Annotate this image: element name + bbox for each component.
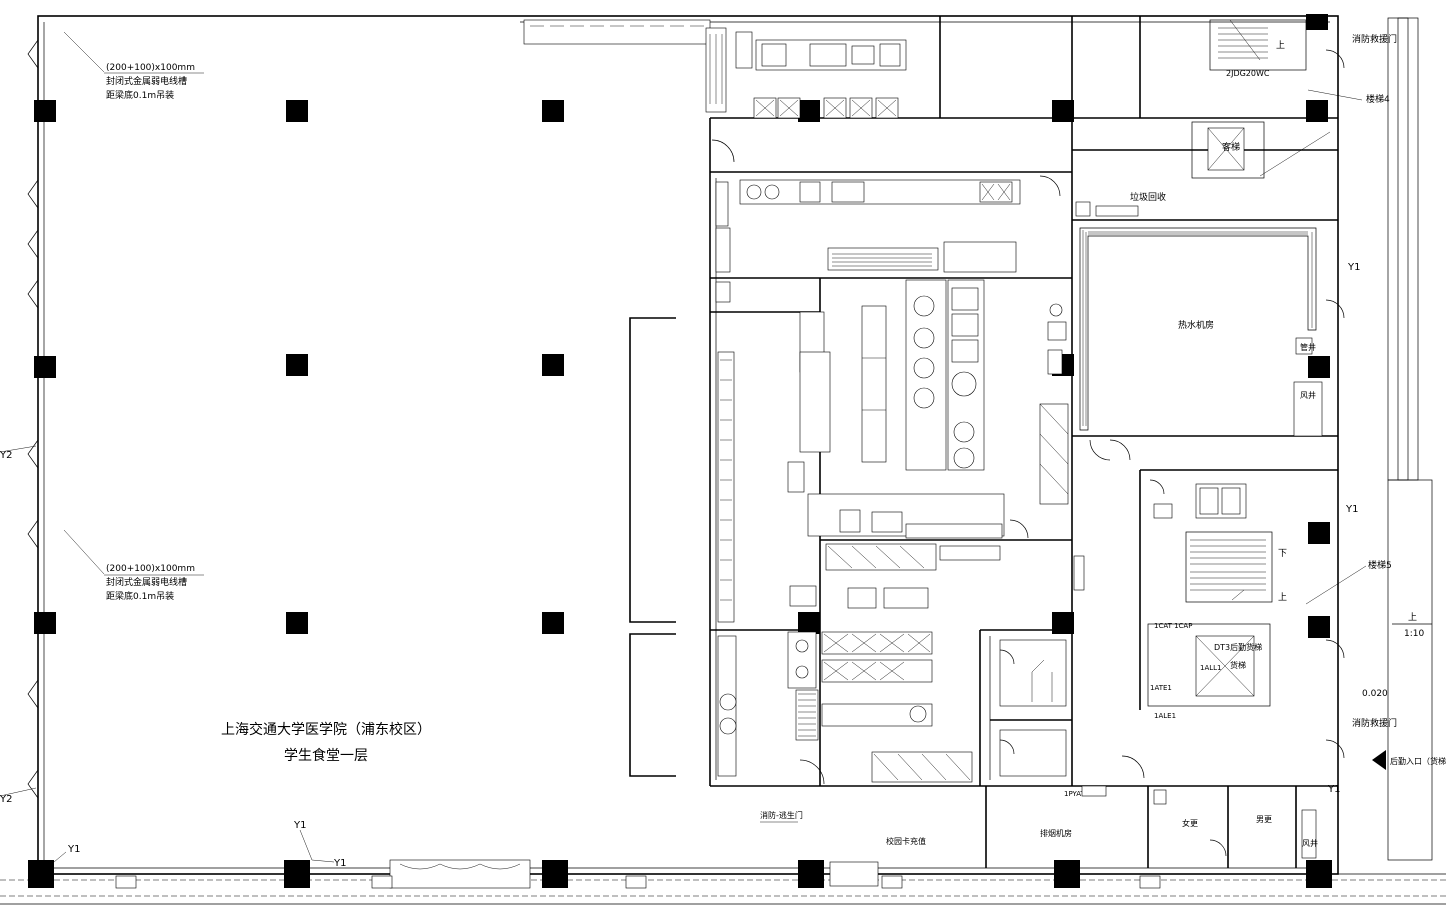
air-shaft-label: 风井	[1300, 390, 1316, 400]
ale-panel-label: 1ALE1	[1154, 712, 1176, 720]
campus-card-label: 校园卡充值	[886, 836, 926, 846]
note-dimension: (200+100)x100mm	[106, 63, 195, 73]
rear-entrance: 上 1:10 0.020 消防救援门 后勤入口（货梯）	[1352, 612, 1446, 770]
elevator-label: 客梯	[1222, 141, 1240, 153]
freight-elevator: DT3后勤货梯 货梯 1CAT 1CAP 1ATE1 1ALE1 1ALL1	[1147, 622, 1271, 720]
air-shaft-label: 风井	[1302, 838, 1318, 848]
ramp-up-label: 上	[1408, 612, 1417, 623]
y1-label: Y1	[293, 820, 306, 831]
level-label: 0.020	[1362, 689, 1388, 699]
stair-5: 下 上 楼梯5	[1153, 483, 1392, 605]
waste-collection-label: 垃圾回收	[1130, 191, 1166, 203]
fire-exit-label: 消防-逃生门	[760, 810, 803, 820]
kitchen-equipment	[715, 179, 1069, 783]
stair-up-label: 上	[1278, 592, 1287, 603]
y1-label: Y1	[1347, 262, 1360, 273]
stair-4-label: 楼梯4	[1366, 93, 1390, 105]
bottom-rooms: 消防-逃生门 校园卡充值 排烟机房 1PYAT1 女更 男更 风井	[115, 785, 1318, 889]
fire-rescue-door-label: 消防救援门	[1352, 33, 1397, 45]
ate-panel-label: 1ATE1	[1150, 684, 1172, 692]
rear-entrance-label: 后勤入口（货梯）	[1390, 756, 1446, 766]
kitchen-walls	[709, 16, 1338, 868]
axis-markers: Y2 Y2 Y1 Y1 Y1 Y1 Y1 Y1	[0, 262, 1360, 869]
male-changing-label: 男更	[1256, 815, 1272, 824]
facade-bays	[27, 39, 39, 799]
stair-code: 2JDG20WC	[1226, 69, 1270, 78]
y1-label: Y1	[67, 844, 80, 855]
y2-label: Y2	[0, 794, 12, 805]
plan-subtitle: 学生食堂一层	[284, 747, 368, 764]
pipe-shaft-label: 管井	[1300, 342, 1316, 352]
serving-counter-brackets	[629, 317, 676, 777]
hot-water-room-label: 热水机房	[1178, 319, 1214, 331]
cable-tray-note-bottom: (200+100)x100mm 封闭式金属弱电线槽 距梁底0.1m吊装	[63, 529, 204, 602]
y2-label: Y2	[0, 450, 12, 461]
outer-walls	[0, 15, 1446, 905]
y1-label: Y1	[1345, 504, 1358, 515]
note-line2: 距梁底0.1m吊装	[106, 89, 174, 101]
note-line2: 距梁底0.1m吊装	[106, 590, 174, 602]
plan-title: 上海交通大学医学院（浦东校区）	[221, 721, 431, 738]
stair-5-label: 楼梯5	[1368, 559, 1392, 571]
exhaust-room-label: 排烟机房	[1040, 828, 1072, 838]
dt-label: DT3后勤货梯	[1214, 642, 1262, 652]
structural-columns	[28, 14, 1332, 888]
y1-label: Y1	[1327, 784, 1340, 795]
stair-down-label: 下	[1278, 549, 1287, 559]
note-dimension: (200+100)x100mm	[106, 564, 195, 574]
freight-elevator-label: 货梯	[1230, 660, 1246, 670]
female-changing-label: 女更	[1182, 818, 1198, 828]
pyat-panel-label: 1PYAT1	[1064, 790, 1089, 798]
ramp-slope-label: 1:10	[1404, 629, 1424, 639]
note-line1: 封闭式金属弱电线槽	[106, 576, 187, 588]
stair-4: 上 2JDG20WC 楼梯4 消防救援门	[1209, 19, 1397, 105]
note-line1: 封闭式金属弱电线槽	[106, 75, 187, 87]
doors	[711, 49, 1345, 857]
stair-up-label: 上	[1276, 40, 1285, 51]
all-panel-label: 1ALL1	[1200, 664, 1222, 672]
top-equipment	[523, 19, 907, 119]
cat-panel-label: 1CAT 1CAP	[1154, 622, 1192, 630]
cable-tray-note-top: (200+100)x100mm 封闭式金属弱电线槽 距梁底0.1m吊装	[63, 31, 204, 101]
y1-label: Y1	[333, 858, 346, 869]
elevator: 客梯	[1191, 121, 1331, 179]
fire-rescue-door-label: 消防救援门	[1352, 717, 1397, 729]
hot-water-room: 热水机房 管井 风井 垃圾回收	[1075, 191, 1323, 437]
